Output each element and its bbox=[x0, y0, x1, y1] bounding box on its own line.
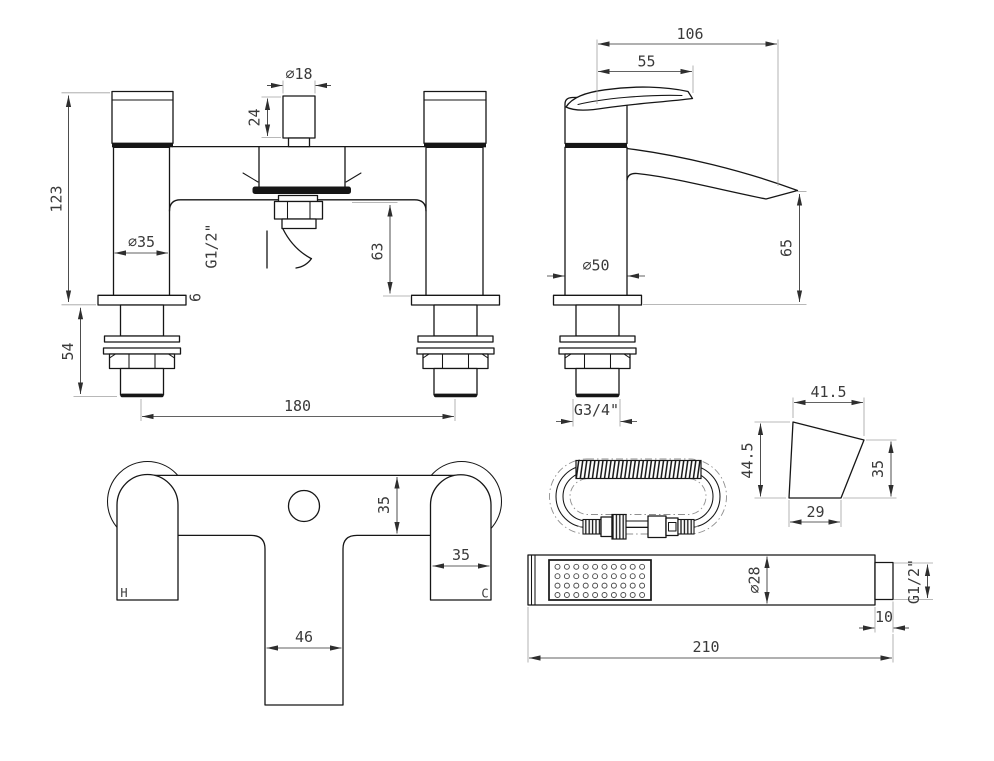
top-body bbox=[146, 474, 463, 706]
side-leg bbox=[552, 294, 643, 398]
dim-label-handset-thread: G1/2" bbox=[905, 559, 923, 604]
dim-label-handset-thread-length: 10 bbox=[875, 608, 893, 626]
spray-nozzles bbox=[554, 563, 646, 598]
shower-hose bbox=[549, 458, 727, 540]
dim-label-spout-width: 46 bbox=[295, 628, 313, 646]
top-view: H C 35 35 46 bbox=[106, 460, 503, 706]
dim-label-bracket-top: 41.5 bbox=[810, 383, 846, 401]
dim-label-front-height: 123 bbox=[48, 185, 66, 212]
top-left-handle bbox=[116, 473, 179, 601]
dim-label-bracket-height: 44.5 bbox=[739, 442, 757, 478]
cold-label: C bbox=[481, 587, 488, 601]
dim-label-lever-length: 55 bbox=[637, 53, 655, 71]
dim-label-knob-height: 24 bbox=[246, 108, 264, 126]
dim-label-reach: 106 bbox=[676, 25, 703, 43]
dim-label-outlet-thread: G1/2" bbox=[203, 223, 221, 268]
shower-outlet-assembly bbox=[242, 146, 362, 269]
dim-label-knob-dia: ⌀18 bbox=[285, 65, 312, 83]
side-handle bbox=[564, 86, 694, 148]
dim-label-body-dia: ⌀50 bbox=[582, 257, 609, 275]
hose-spring-section bbox=[575, 459, 702, 480]
front-left-leg bbox=[97, 294, 187, 398]
dim-label-centres: 180 bbox=[284, 397, 311, 415]
dim-label-inlet-thread: G3/4" bbox=[574, 401, 619, 419]
dim-label-handset-length: 210 bbox=[692, 638, 719, 656]
handset-thread-end bbox=[874, 561, 894, 601]
hand-shower: ⌀28 G1/2" 10 210 bbox=[527, 554, 933, 663]
hose-left-fitting bbox=[582, 513, 627, 540]
dim-label-deck-thickness: 6 bbox=[187, 293, 205, 302]
dim-label-front-plinth: 54 bbox=[59, 342, 77, 360]
front-right-pillar bbox=[425, 146, 484, 296]
hot-label: H bbox=[120, 586, 127, 600]
bracket-outline bbox=[788, 421, 865, 499]
dim-label-spout-clearance: 63 bbox=[369, 242, 387, 260]
front-left-handle bbox=[111, 90, 174, 148]
dim-label-body-depth: 35 bbox=[375, 496, 393, 514]
handset-dimensions: ⌀28 G1/2" 10 210 bbox=[527, 556, 933, 663]
dim-label-front-pillar-dia: ⌀35 bbox=[128, 233, 155, 251]
dim-label-spout-height: 65 bbox=[778, 239, 796, 257]
top-right-handle bbox=[429, 474, 492, 601]
side-dimensions: 106 55 ⌀50 65 G3/4" bbox=[547, 25, 807, 427]
wall-bracket: 41.5 44.5 29 35 bbox=[739, 383, 897, 527]
diverter-circle bbox=[287, 489, 321, 523]
bracket-dimensions: 41.5 44.5 29 35 bbox=[739, 383, 897, 527]
front-left-pillar bbox=[112, 146, 171, 296]
side-body bbox=[564, 146, 628, 296]
front-view: 123 54 ⌀35 ⌀18 24 G1/2" 6 63 180 bbox=[48, 65, 501, 421]
dim-label-bracket-base: 29 bbox=[806, 503, 824, 521]
side-spout bbox=[626, 147, 799, 200]
top-dimensions: 35 35 46 bbox=[266, 477, 490, 651]
hose-right-fitting bbox=[647, 515, 695, 539]
front-right-handle bbox=[423, 90, 487, 148]
dim-label-bracket-side: 35 bbox=[869, 460, 887, 478]
front-right-leg bbox=[410, 294, 501, 398]
side-view: 106 55 ⌀50 65 G3/4" bbox=[547, 25, 807, 427]
dim-label-handle-width: 35 bbox=[452, 546, 470, 564]
dim-label-handset-dia: ⌀28 bbox=[746, 566, 764, 593]
front-dimensions: 123 54 ⌀35 ⌀18 24 G1/2" 6 63 180 bbox=[48, 65, 456, 421]
diverter-knob bbox=[282, 95, 316, 148]
